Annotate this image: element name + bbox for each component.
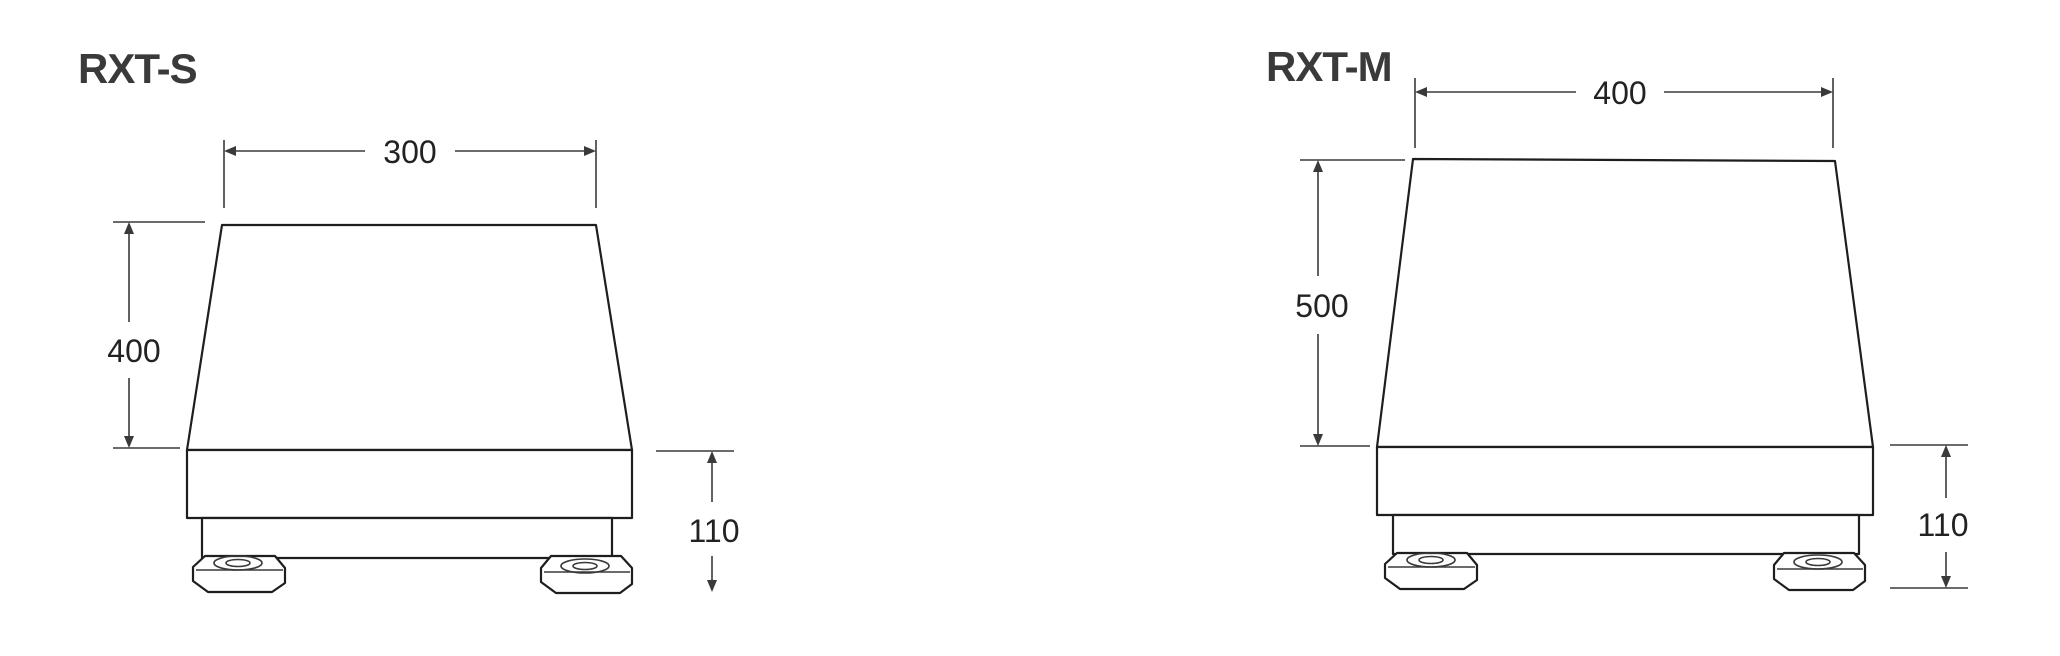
rxt-s-width-dimension: 300	[223, 134, 597, 208]
rxt-m-depth-label: 500	[1295, 288, 1348, 324]
rxt-m-height-label: 110	[1917, 507, 1968, 543]
rxt-s-drawing: 300 400 110	[107, 134, 740, 595]
rxt-s-depth-dimension: 400	[107, 221, 205, 449]
rxt-s-height-label: 110	[688, 513, 739, 549]
rxt-s-depth-label: 400	[107, 333, 160, 369]
rxt-s-base	[185, 448, 634, 520]
rxt-s-underframe	[200, 516, 614, 560]
model-title-rxt-s: RXT-S	[78, 45, 198, 92]
model-title-rxt-m: RXT-M	[1266, 43, 1393, 90]
rxt-s-foot-right	[539, 554, 634, 595]
rxt-m-foot-right	[1772, 551, 1867, 592]
rxt-s-height-dimension: 110	[656, 450, 740, 592]
rxt-m-base	[1375, 445, 1875, 517]
rxt-m-height-dimension: 110	[1890, 444, 1969, 589]
rxt-m-width-label: 400	[1593, 75, 1646, 111]
rxt-s-foot-left	[191, 554, 287, 594]
rxt-m-foot-left	[1383, 551, 1479, 591]
rxt-s-width-label: 300	[383, 134, 436, 170]
rxt-m-width-dimension: 400	[1414, 75, 1834, 148]
rxt-m-underframe	[1391, 513, 1861, 556]
rxt-m-platform	[1375, 157, 1875, 449]
rxt-m-depth-dimension: 500	[1295, 159, 1405, 447]
rxt-s-platform	[185, 223, 634, 452]
rxt-m-drawing: 400 500 110	[1295, 75, 1969, 592]
